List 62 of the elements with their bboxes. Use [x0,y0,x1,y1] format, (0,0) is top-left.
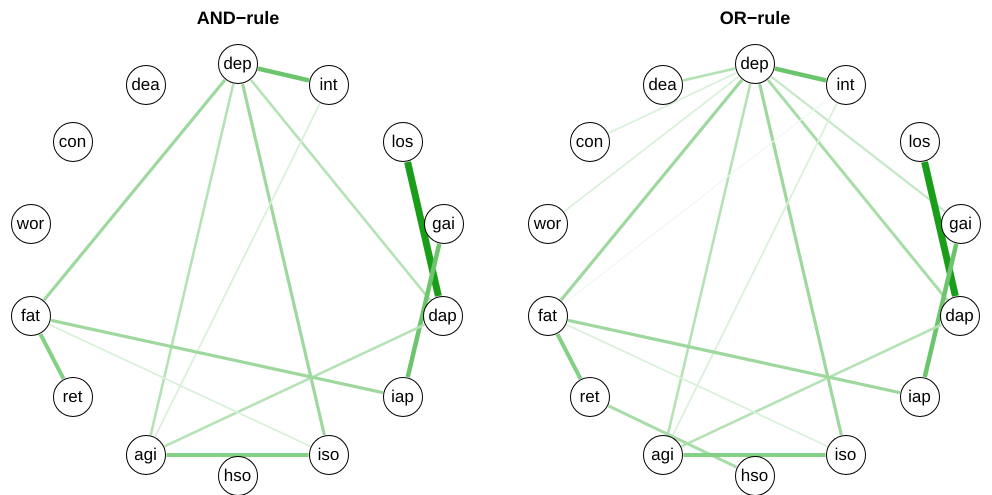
edge-line [774,66,827,83]
node-circle: los [900,122,940,162]
edge-line [154,102,321,438]
edge-line [608,72,737,134]
node-circle: iso [308,434,348,474]
node-circle: hso [218,456,258,495]
node-circle: hso [734,456,774,495]
node-circle: wor [10,204,50,244]
edge-line [671,102,838,438]
edge-line [682,67,736,82]
node-circle: con [52,122,92,162]
edge-line [257,66,310,83]
node-circle: dea [642,64,682,104]
edge-line [608,404,738,468]
edge-line [666,84,752,436]
node-circle: iap [900,376,940,416]
edge-line [241,84,326,436]
edge-line [42,78,226,302]
node-circle: dep [218,44,258,84]
edge-line [250,79,432,301]
edge-line [564,97,830,304]
node-circle: dea [126,64,166,104]
edge-line [921,161,959,297]
node-circle: int [826,64,866,104]
edge-line [164,324,425,448]
node-circle: fat [10,296,50,336]
edge-line [564,76,740,212]
edge-line [556,333,582,380]
edge-line [149,84,235,436]
edge-line [758,84,843,436]
node-circle: iso [826,434,866,474]
edge-line [770,76,946,212]
edge-line [49,324,311,448]
node-circle: dap [940,296,980,336]
node-circle: ret [52,376,92,416]
node-circle: gai [424,204,464,244]
node-circle: agi [642,434,682,474]
edge-line [404,161,442,297]
node-circle: ret [570,376,610,416]
edge-line [406,243,442,378]
panel-title: AND−rule [196,8,280,29]
edge-line [684,453,826,457]
node-circle: agi [126,434,166,474]
edge-line [38,333,66,380]
node-circle: int [308,64,348,104]
edge-line [566,324,828,448]
node-circle: iap [382,376,422,416]
edge-line [766,78,948,302]
node-circle: dap [422,296,462,336]
edge-line [681,324,942,448]
edge-line [50,318,384,394]
node-circle: gai [940,204,980,244]
panel-title: OR−rule [720,8,790,29]
edge-line [166,453,308,457]
edge-line [568,318,900,394]
node-circle: wor [528,204,568,244]
node-circle: fat [528,296,568,336]
node-circle: con [570,122,610,162]
edge-line [560,78,744,302]
node-circle: los [382,122,422,162]
edge-line [922,243,958,378]
node-circle: dep [734,44,774,84]
